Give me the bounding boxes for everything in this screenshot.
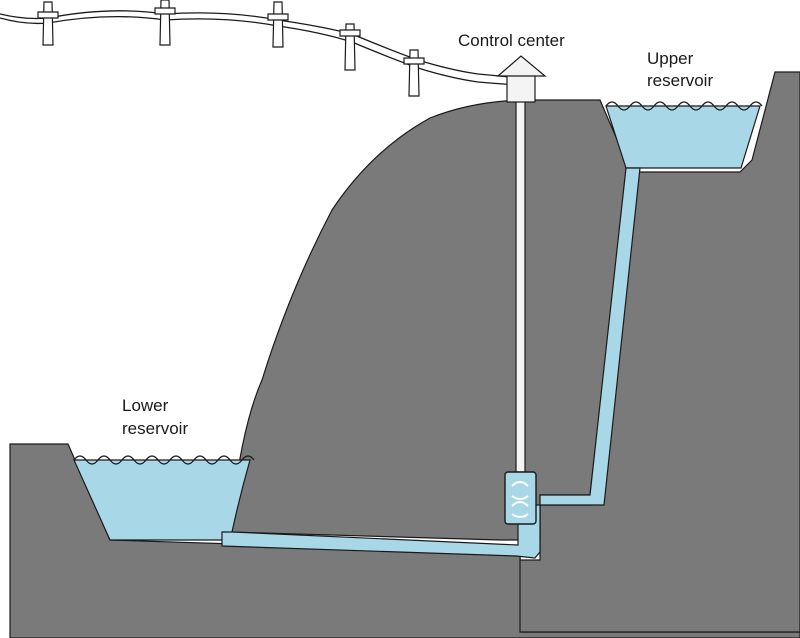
control-building-icon	[496, 55, 547, 103]
upper-reservoir-label-line2: reservoir	[647, 71, 713, 90]
mountain	[229, 99, 629, 541]
upper-reservoir-waves	[605, 101, 763, 111]
utility-pole-icon	[37, 1, 59, 46]
utility-pole-icon	[154, 0, 176, 46]
turbine-icon	[504, 471, 537, 525]
utility-pole-icon	[403, 49, 425, 97]
utility-pole-icon	[339, 23, 361, 71]
upper-reservoir-water	[605, 105, 761, 169]
penstock-tunnel	[221, 167, 641, 559]
lower-reservoir-waves	[73, 455, 255, 465]
power-line	[0, 10, 521, 86]
access-shaft	[515, 99, 526, 473]
lower-reservoir-label-line2: reservoir	[122, 419, 188, 438]
upper-reservoir-label-line1: Upper	[647, 49, 694, 68]
utility-pole-icon	[267, 1, 289, 48]
lower-reservoir-label-line1: Lower	[122, 396, 169, 415]
utility-poles	[37, 0, 425, 97]
terrain	[9, 71, 800, 638]
control-center-label: Control center	[458, 31, 565, 50]
